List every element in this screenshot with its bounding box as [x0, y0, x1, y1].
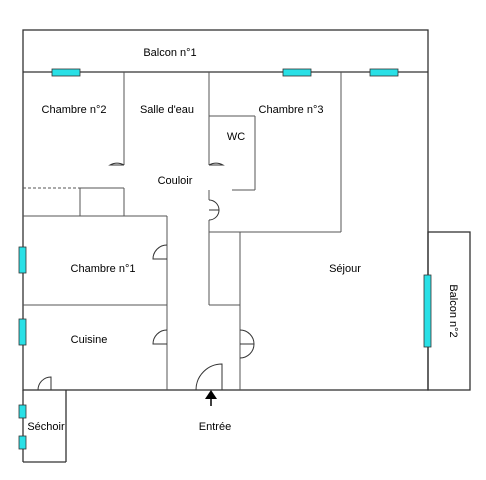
window-sechoir-1 [18, 404, 27, 419]
label-balcon-2: Balcon n°2 [447, 284, 459, 337]
windows [18, 68, 432, 450]
outer-walls [22, 29, 429, 391]
door-wc [208, 199, 220, 211]
door-wc-2 [208, 209, 220, 221]
window-sejour-right [423, 274, 432, 348]
door-sechoir [37, 376, 52, 391]
door-couloir-right [208, 162, 225, 166]
window-chambre-1 [18, 246, 27, 274]
label-sechoir: Séchoir [27, 421, 65, 433]
label-chambre-2: Chambre n°2 [42, 104, 107, 116]
door-cuisine [152, 329, 168, 345]
label-sejour: Séjour [329, 263, 361, 275]
window-chambre-2 [51, 68, 81, 77]
door-couloir-left [108, 162, 125, 166]
doors [37, 162, 255, 391]
door-chambre-1 [152, 244, 168, 260]
window-chambre-3 [282, 68, 312, 77]
window-sechoir-2 [18, 435, 27, 450]
door-sejour [239, 329, 255, 345]
window-cuisine [18, 318, 27, 346]
dashed-walls [23, 187, 290, 233]
door-entree [195, 363, 223, 391]
arrow-up-icon [205, 390, 217, 406]
window-sejour-top [369, 68, 399, 77]
label-cuisine: Cuisine [71, 334, 108, 346]
sechoir-walls [22, 390, 67, 463]
label-balcon-1: Balcon n°1 [143, 47, 196, 59]
label-entree: Entrée [199, 421, 231, 433]
door-sejour-2 [239, 343, 255, 359]
label-couloir: Couloir [158, 175, 193, 187]
label-salle-deau: Salle d'eau [140, 104, 194, 116]
label-chambre-3: Chambre n°3 [259, 104, 324, 116]
label-wc: WC [227, 131, 245, 143]
label-chambre-1: Chambre n°1 [71, 263, 136, 275]
